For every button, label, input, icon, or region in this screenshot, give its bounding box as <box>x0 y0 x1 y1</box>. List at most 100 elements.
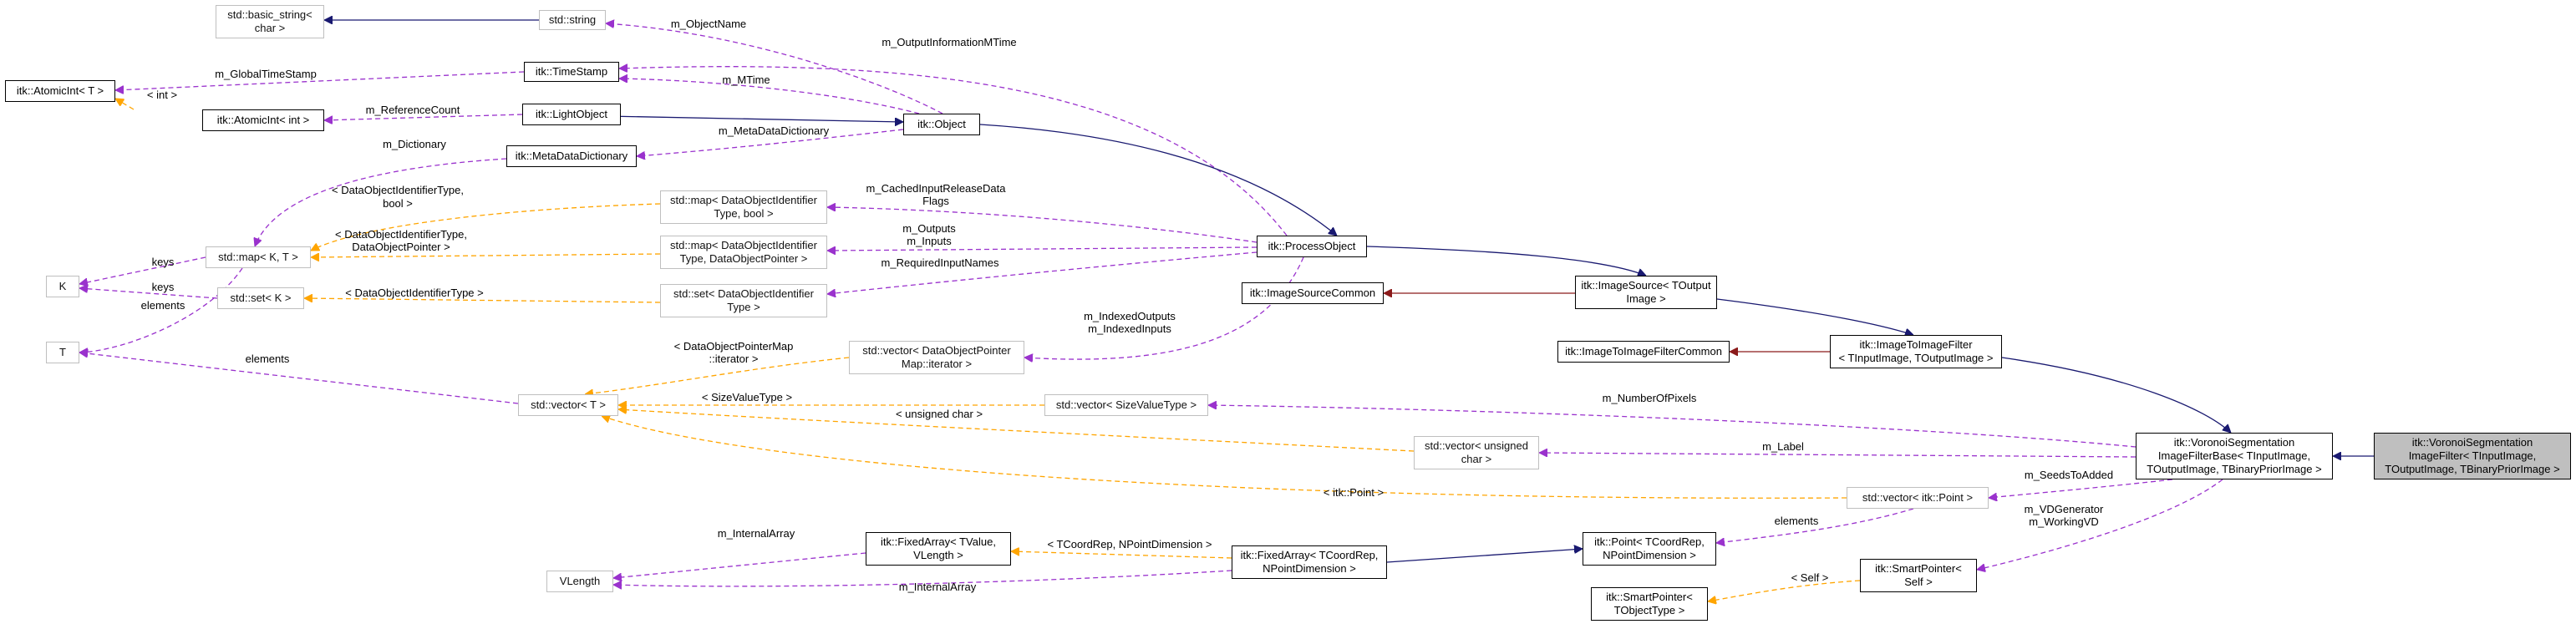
node-fixedarray-tvalue[interactable]: itk::FixedArray< TValue, VLength > <box>866 532 1011 566</box>
node-lightobject[interactable]: itk::LightObject <box>522 104 621 125</box>
edge-voronoibase-m-label <box>1539 453 2137 458</box>
edge-processobject-m-outputinformationmtime <box>619 67 1288 236</box>
edge-label-cached-release-2: Flags <box>922 195 949 207</box>
edge-processobject-m-requiredinputnames <box>827 251 1258 294</box>
edge-fixedarray-tc-template <box>1011 551 1232 559</box>
node-std-set-k[interactable]: std::set< K > <box>217 287 304 309</box>
node-std-map-dop[interactable]: std::map< DataObjectIdentifier Type, Dat… <box>660 236 827 269</box>
edge-set-keys <box>79 288 218 299</box>
edge-label-m-seedstoadded: m_SeedsToAdded <box>2025 469 2113 481</box>
edge-fixedarray-tv-m-internalarray <box>613 552 866 578</box>
node-t[interactable]: T <box>46 342 79 363</box>
node-k[interactable]: K <box>46 276 79 297</box>
edge-label-m-dictionary: m_Dictionary <box>383 138 446 150</box>
node-basic-string[interactable]: std::basic_string< char > <box>216 5 324 38</box>
edge-label-int: < int > <box>147 89 177 101</box>
edge-label-tcoordrep: < TCoordRep, NPointDimension > <box>1047 538 1212 550</box>
node-atomicint-t[interactable]: itk::AtomicInt< T > <box>5 80 115 102</box>
edge-processobject-m-outputs-inputs <box>827 247 1258 251</box>
edge-smartpointer-self-template <box>1708 580 1861 601</box>
edge-vector-t-elements <box>79 353 519 404</box>
edge-label-m-label: m_Label <box>1762 440 1804 453</box>
node-voronoi-base[interactable]: itk::VoronoiSegmentation ImageFilterBase… <box>2136 433 2333 479</box>
node-i2ifcommon[interactable]: itk::ImageToImageFilterCommon <box>1557 341 1730 363</box>
edge-object-processobject <box>979 124 1337 236</box>
edge-label-doit-bool-2: bool > <box>383 197 413 210</box>
node-std-map-bool[interactable]: std::map< DataObjectIdentifier Type, boo… <box>660 190 827 224</box>
edge-label-m-indexedinputs: m_IndexedInputs <box>1088 322 1171 335</box>
edge-object-m-metadatadictionary <box>637 129 904 156</box>
edge-label-m-internalarray-2: m_InternalArray <box>899 581 977 593</box>
node-imagesourcecommon[interactable]: itk::ImageSourceCommon <box>1242 282 1384 304</box>
edge-object-m-mtime <box>619 79 920 114</box>
edge-imagetoimagefilter-voronoibase <box>2001 357 2231 433</box>
edge-vector-point-template <box>602 416 1847 499</box>
edge-atomicint-template-int <box>115 99 135 110</box>
node-processobject[interactable]: itk::ProcessObject <box>1257 236 1367 257</box>
edge-label-uchar: < unsigned char > <box>896 408 983 420</box>
node-std-vector-point[interactable]: std::vector< itk::Point > <box>1847 487 1989 509</box>
edge-fixedarray-tc-m-internalarray <box>613 570 1232 586</box>
edge-vector-point-elements <box>1716 508 1914 543</box>
edge-label-doit-dop-1: < DataObjectIdentifierType, <box>335 228 467 241</box>
edge-label-elements-3: elements <box>1775 515 1819 527</box>
node-std-vector-dopmap[interactable]: std::vector< DataObjectPointer Map::iter… <box>849 341 1024 374</box>
edge-processobject-imagesource <box>1366 246 1646 276</box>
edge-label-m-vdgenerator: m_VDGenerator <box>2025 503 2104 515</box>
node-timestamp[interactable]: itk::TimeStamp <box>524 62 619 82</box>
edge-label-elements-2: elements <box>246 353 290 365</box>
node-object[interactable]: itk::Object <box>903 114 980 135</box>
edge-map-elements <box>79 267 243 353</box>
node-smartpointer-self[interactable]: itk::SmartPointer< Self > <box>1860 559 1977 592</box>
edge-label-doit-bool-1: < DataObjectIdentifierType, <box>332 184 464 196</box>
edge-label-dopmap-1: < DataObjectPointerMap <box>674 340 794 353</box>
edge-label-doit: < DataObjectIdentifierType > <box>345 287 483 299</box>
node-fixedarray-tcoordrep[interactable]: itk::FixedArray< TCoordRep, NPointDimens… <box>1232 545 1387 579</box>
node-std-vector-t[interactable]: std::vector< T > <box>518 394 618 416</box>
edge-label-m-numberofpixels: m_NumberOfPixels <box>1603 392 1697 404</box>
edge-label-keys-1: keys <box>152 256 175 268</box>
node-std-string[interactable]: std::string <box>539 10 606 30</box>
node-metadatadictionary[interactable]: itk::MetaDataDictionary <box>506 145 637 167</box>
edge-label-svt: < SizeValueType > <box>702 391 792 403</box>
edge-voronoibase-m-seedstoadded <box>1989 479 2173 498</box>
edge-label-m-internalarray-1: m_InternalArray <box>718 527 795 540</box>
node-smartpointer-tobjecttype[interactable]: itk::SmartPointer< TObjectType > <box>1591 587 1708 621</box>
edge-object-m-objectname <box>606 23 943 114</box>
node-std-vector-svt[interactable]: std::vector< SizeValueType > <box>1044 394 1208 416</box>
node-voronoi-filter[interactable]: itk::VoronoiSegmentation ImageFilter< TI… <box>2374 433 2571 479</box>
edge-label-cached-release-1: m_CachedInputReleaseData <box>866 182 1007 195</box>
node-vlength[interactable]: VLength <box>546 571 613 592</box>
edge-vector-dopmap-template <box>585 357 850 394</box>
node-atomicint-int[interactable]: itk::AtomicInt< int > <box>202 109 324 131</box>
edge-label-m-mtime: m_MTime <box>722 74 770 86</box>
edge-label-m-globaltimestamp: m_GlobalTimeStamp <box>215 68 317 80</box>
edge-label-m-referencecount: m_ReferenceCount <box>366 104 460 116</box>
edge-voronoibase-m-vdgenerator-workingvd <box>1977 479 2223 570</box>
edge-label-m-indexedoutputs: m_IndexedOutputs <box>1084 310 1176 322</box>
edge-processobject-m-cachedinputreleasedataflags <box>827 207 1258 243</box>
edge-timestamp-m-globaltimestamp <box>115 71 525 90</box>
edge-label-m-outputs: m_Outputs <box>902 222 956 235</box>
edge-set-doit-template <box>304 298 661 303</box>
edge-processobject-m-indexedoutputs-inputs <box>1024 256 1304 359</box>
edge-label-m-metadatadictionary: m_MetaDataDictionary <box>719 124 830 137</box>
node-point[interactable]: itk::Point< TCoordRep, NPointDimension > <box>1583 532 1716 566</box>
edge-metadatadictionary-m-dictionary <box>255 158 507 246</box>
edge-fixedarray-tc-point <box>1386 549 1583 563</box>
node-std-map-kt[interactable]: std::map< K, T > <box>206 246 311 268</box>
node-imagesource[interactable]: itk::ImageSource< TOutput Image > <box>1575 276 1717 309</box>
edge-label-m-outputinformationmtime: m_OutputInformationMTime <box>882 36 1016 48</box>
edge-label-elements-1: elements <box>141 299 185 312</box>
edge-label-m-objectname: m_ObjectName <box>671 18 746 30</box>
edge-label-m-inputs: m_Inputs <box>907 235 952 247</box>
node-std-vector-uchar[interactable]: std::vector< unsigned char > <box>1414 436 1539 469</box>
edge-label-doit-dop-2: DataObjectPointer > <box>352 241 450 253</box>
node-std-set-doit[interactable]: std::set< DataObjectIdentifier Type > <box>660 284 827 317</box>
edge-label-m-requiredinputnames: m_RequiredInputNames <box>882 256 999 269</box>
edge-map-keys <box>79 256 206 284</box>
node-imagetoimagefilter[interactable]: itk::ImageToImageFilter < TInputImage, T… <box>1830 335 2002 368</box>
edge-vector-uchar-template <box>618 409 1415 452</box>
